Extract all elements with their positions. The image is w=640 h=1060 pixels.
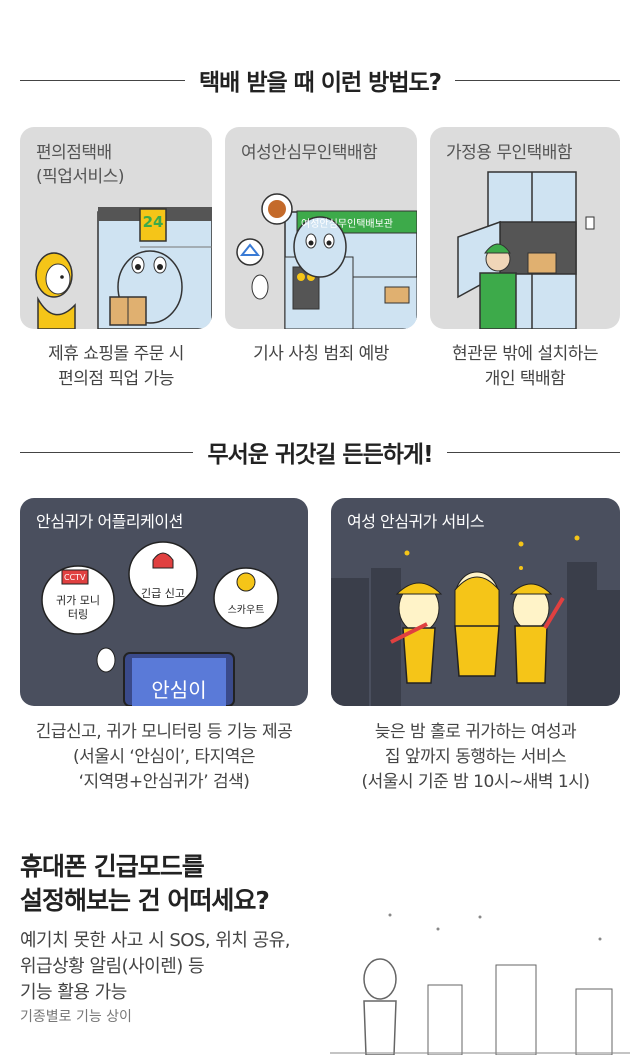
store-sign-24: 24 bbox=[142, 213, 164, 231]
safe-return-app-illustration bbox=[41, 541, 279, 706]
card-home-delivery-box: 가정용 무인택배함 bbox=[430, 127, 620, 329]
card-title: 가정용 무인택배함 bbox=[446, 143, 573, 163]
section1-title: 택배 받을 때 이런 방법도? bbox=[199, 70, 442, 96]
tip-body: 예기치 못한 사고 시 SOS, 위치 공유, 위급상황 알림(사이렌) 등 기… bbox=[20, 930, 291, 1003]
card-subtitle: (픽업서비스) bbox=[36, 167, 124, 187]
card-safe-return-app: 안심귀가 어플리케이션 CCTV 귀가 모니터링 긴급 신고 스카우트 안심이 bbox=[20, 498, 308, 706]
night-city-illustration bbox=[330, 913, 630, 1055]
cctv-label: CCTV bbox=[64, 573, 86, 582]
card-title: 여성안심무인택배함 bbox=[241, 143, 378, 163]
card-caption: 긴급신고, 귀가 모니터링 등 기능 제공 (서울시 ‘안심이’, 타지역은 ‘… bbox=[35, 722, 293, 792]
card-title: 편의점택배 bbox=[36, 143, 112, 163]
convenience-store-illustration bbox=[35, 207, 212, 329]
card-caption: 제휴 쇼핑몰 주문 시 편의점 픽업 가능 bbox=[48, 344, 184, 389]
safe-delivery-box-illustration bbox=[236, 193, 417, 329]
phone-app-name: 안심이 bbox=[151, 678, 207, 702]
home-delivery-box-illustration bbox=[457, 171, 595, 329]
card-title: 안심귀가 어플리케이션 bbox=[36, 512, 183, 531]
tip-heading: 휴대폰 긴급모드를 설정해보는 건 어떠세요? bbox=[20, 850, 270, 918]
card-safe-delivery-box: 여성안심무인택배함 여성안심무인택배보관 bbox=[225, 127, 417, 329]
card-caption: 기사 사칭 범죄 예방 bbox=[253, 344, 389, 364]
divider-right bbox=[455, 79, 621, 81]
tip-note: 기종별로 기능 상이 bbox=[20, 1009, 132, 1025]
section2-title: 무서운 귀갓길 든든하게! bbox=[207, 442, 433, 468]
divider-left bbox=[20, 451, 194, 453]
section1-header: 택배 받을 때 이런 방법도? bbox=[20, 60, 621, 100]
card-caption: 늦은 밤 홀로 귀가하는 여성과 집 앞까지 동행하는 서비스 (서울시 기준 … bbox=[361, 722, 590, 792]
card-caption: 현관문 밖에 설치하는 개인 택배함 bbox=[451, 344, 599, 389]
divider-right bbox=[446, 451, 621, 453]
section2-header: 무서운 귀갓길 든든하게! bbox=[20, 432, 621, 472]
card-title: 여성 안심귀가 서비스 bbox=[347, 512, 485, 531]
bubble-scout: 스카우트 bbox=[227, 605, 265, 616]
card-convenience-store: 편의점택배 (픽업서비스) 24 bbox=[20, 127, 212, 329]
divider-left bbox=[20, 79, 186, 81]
bubble-emergency: 긴급 신고 bbox=[141, 587, 185, 600]
tip-heading-line1: 휴대폰 긴급모드를 bbox=[20, 852, 205, 881]
box-sign: 여성안심무인택배보관 bbox=[301, 219, 393, 230]
escort-service-illustration bbox=[331, 535, 620, 706]
bubble-monitoring: 귀가 모니터링 bbox=[56, 594, 100, 621]
card-escort-service: 여성 안심귀가 서비스 bbox=[331, 498, 620, 706]
tip-heading-line2: 설정해보는 건 어떠세요? bbox=[20, 886, 270, 915]
